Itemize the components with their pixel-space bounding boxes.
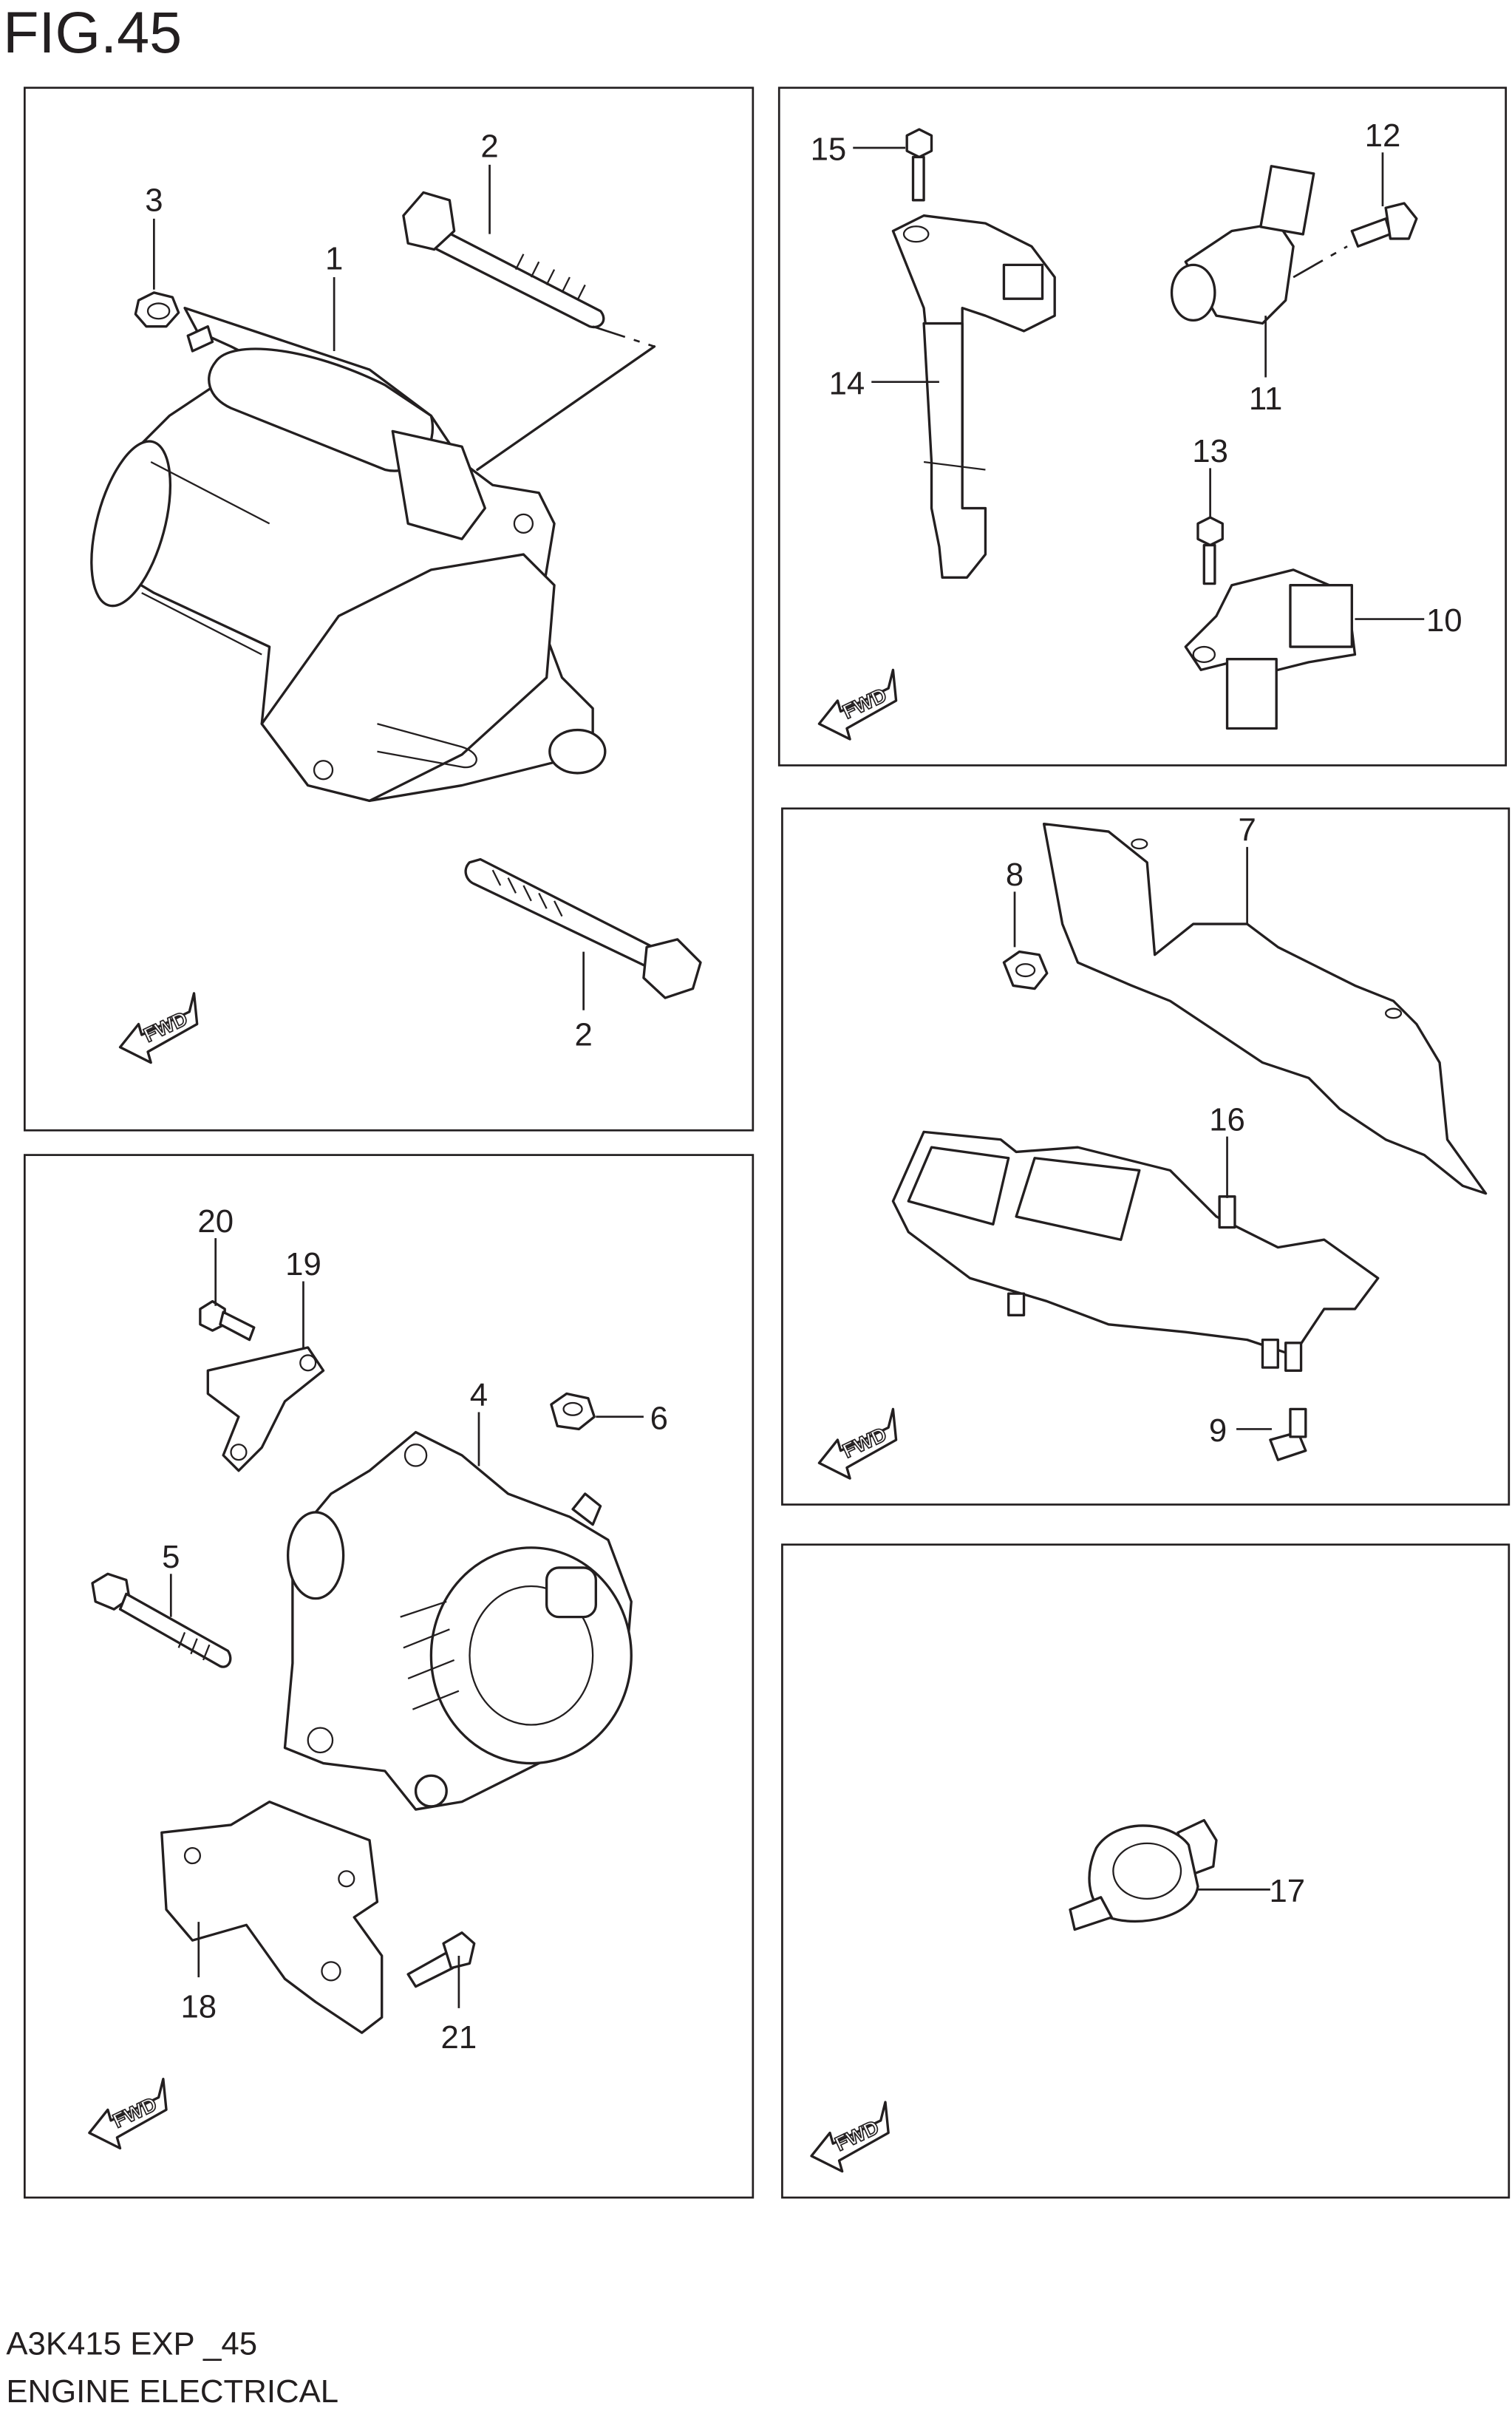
coil-bolt-drawing: [905, 128, 933, 202]
callout-18: 18: [180, 1988, 217, 2025]
alternator-bolt-drawing: [91, 1572, 232, 1668]
panel-alternator: [23, 1154, 755, 2199]
callout-10: 10: [1426, 602, 1462, 639]
panel-starter: [23, 86, 755, 1132]
footer-section: ENGINE ELECTRICAL: [6, 2373, 338, 2410]
fwd-arrow-icon: FWD: [817, 668, 898, 741]
callout-5: 5: [162, 1539, 180, 1575]
callout-16: 16: [1209, 1101, 1245, 1138]
callout-2: 2: [574, 1017, 592, 1053]
cam-sensor-bolt-drawing: [1350, 202, 1418, 248]
starter-motor-drawing: [90, 307, 656, 803]
ignition-coil-drawing: [891, 214, 1056, 579]
fwd-arrow-icon: FWD: [118, 992, 199, 1064]
callout-20: 20: [197, 1203, 234, 1240]
starter-bolt-lower-drawing: [464, 857, 702, 999]
crank-sensor-bolt-drawing: [1196, 516, 1224, 585]
callout-13: 13: [1192, 433, 1228, 469]
callout-14: 14: [829, 365, 865, 401]
callout-1: 1: [325, 241, 343, 277]
oil-pressure-switch-drawing: [1069, 1818, 1218, 1931]
bracket-bolt-drawing: [199, 1299, 256, 1342]
cam-sensor-drawing: [1170, 165, 1348, 325]
callout-3: 3: [145, 182, 163, 218]
heat-shield-drawing: [1042, 822, 1488, 1195]
leader-dash: [592, 325, 655, 348]
alternator-nut-drawing: [550, 1392, 596, 1431]
starter-nut-drawing: [134, 291, 180, 328]
bracket-drawing: [206, 1346, 325, 1472]
callout-7: 7: [1238, 812, 1256, 849]
panel-harness: [781, 807, 1511, 1506]
panel-sensors-coil: [777, 86, 1508, 766]
callout-21: 21: [441, 2019, 477, 2056]
callout-17: 17: [1269, 1873, 1305, 1909]
callout-11: 11: [1249, 381, 1282, 417]
harness-drawing: [891, 1130, 1380, 1372]
callout-4: 4: [470, 1377, 488, 1413]
callout-2: 2: [480, 129, 498, 165]
footer-code: A3K415 EXP _45: [6, 2326, 257, 2362]
alternator-drawing: [283, 1430, 633, 1811]
alternator-bracket-bolt-drawing: [406, 1931, 476, 1988]
callout-19: 19: [285, 1246, 321, 1282]
shield-nut-drawing: [1002, 950, 1049, 990]
crank-sensor-drawing: [1184, 568, 1357, 730]
fwd-arrow-icon: FWD: [810, 2101, 890, 2173]
starter-bolt-upper-drawing: [402, 191, 605, 329]
harness-bolt-drawing: [1269, 1407, 1307, 1461]
fwd-arrow-icon: FWD: [88, 2078, 168, 2150]
callout-8: 8: [1006, 857, 1024, 893]
callout-12: 12: [1365, 118, 1401, 154]
alternator-bracket-drawing: [160, 1800, 384, 2034]
fwd-arrow-icon: FWD: [817, 1407, 898, 1480]
callout-15: 15: [811, 132, 847, 168]
figure-title: FIG.45: [3, 0, 182, 65]
panel-oil-switch: [781, 1543, 1511, 2199]
callout-9: 9: [1209, 1413, 1227, 1449]
callout-6: 6: [650, 1400, 668, 1436]
